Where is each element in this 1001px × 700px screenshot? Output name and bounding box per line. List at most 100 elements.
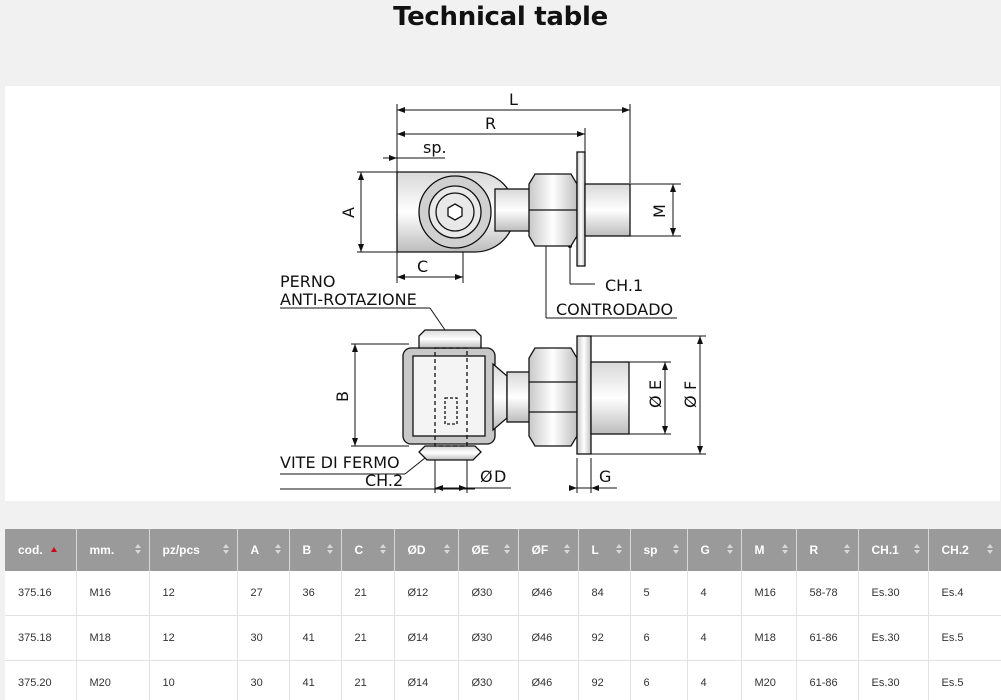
column-header-mm[interactable]: mm. — [76, 529, 150, 571]
sort-icon — [563, 544, 572, 556]
table-cell: 58-78 — [796, 571, 859, 616]
table-cell: 4 — [687, 615, 742, 661]
sort-icon — [615, 544, 624, 556]
column-header-label: M — [754, 543, 765, 557]
column-header-e[interactable]: ØE — [458, 529, 519, 571]
sort-icon — [503, 544, 512, 556]
dimension-lines — [280, 104, 706, 493]
table-cell: 21 — [341, 571, 395, 616]
table-cell: Ø30 — [458, 571, 519, 616]
column-header-cod[interactable]: cod. — [5, 529, 77, 571]
column-header-label: C — [354, 543, 364, 557]
label-sp: sp. — [423, 138, 447, 157]
sort-icon — [134, 544, 143, 556]
column-header-label: CH.2 — [941, 543, 969, 557]
table-cell: 4 — [687, 660, 742, 700]
table-cell: 12 — [149, 615, 238, 661]
column-header-l[interactable]: L — [578, 529, 631, 571]
sort-icon — [843, 544, 852, 556]
label-b: B — [333, 391, 352, 402]
dimension-arrows — [352, 107, 703, 491]
label-controdado: CONTRODADO — [556, 300, 673, 319]
column-header-label: R — [809, 543, 819, 557]
page-title: Technical table — [393, 2, 608, 32]
column-header-m[interactable]: M — [741, 529, 797, 571]
column-header-label: G — [700, 543, 710, 557]
table-cell: 21 — [341, 660, 395, 700]
sort-icon — [986, 544, 995, 556]
column-header-label: pz/pcs — [162, 543, 200, 557]
table-cell: 27 — [237, 571, 290, 616]
top-view-hinge — [396, 151, 631, 267]
label-g: G — [599, 467, 611, 486]
column-header-label: B — [302, 543, 312, 557]
table-cell: 10 — [149, 660, 238, 700]
table-cell: 92 — [578, 660, 631, 700]
label-ch1: CH.1 — [605, 276, 643, 295]
column-header-label: A — [250, 543, 260, 557]
table-cell: 84 — [578, 571, 631, 616]
table-row: 375.20 M20 10 30 41 21 Ø14 Ø30 Ø46 92 6 … — [5, 660, 1001, 700]
table-cell: Es.5 — [928, 615, 1001, 661]
label-vite: VITE DI FERMO — [280, 453, 400, 472]
sort-ascending-icon — [50, 547, 57, 552]
table-cell: Es.30 — [858, 571, 929, 616]
sort-icon — [326, 544, 335, 556]
column-header-pz-pcs[interactable]: pz/pcs — [149, 529, 238, 571]
column-header-c[interactable]: C — [341, 529, 395, 571]
column-header-label: sp — [643, 543, 658, 557]
table-cell: 21 — [341, 615, 395, 661]
technical-table: cod. mm. pz/pcs A B C ØD ØE ØF L sp G M … — [5, 529, 1001, 700]
table-row: 375.18 M18 12 30 41 21 Ø14 Ø30 Ø46 92 6 … — [5, 615, 1001, 661]
column-header-label: cod. — [18, 543, 43, 557]
table-header-row: cod. mm. pz/pcs A B C ØD ØE ØF L sp G M … — [5, 529, 1001, 571]
column-header-a[interactable]: A — [237, 529, 290, 571]
sort-icon — [781, 544, 790, 556]
column-header-f[interactable]: ØF — [518, 529, 579, 571]
table-cell: Ø46 — [518, 660, 579, 700]
table-cell: 375.20 — [5, 660, 77, 700]
table-cell: 36 — [289, 571, 342, 616]
table-cell: Ø14 — [394, 660, 459, 700]
label-l: L — [509, 90, 518, 109]
sort-icon — [726, 544, 735, 556]
column-header-r[interactable]: R — [796, 529, 859, 571]
technical-drawing: L R sp. A M C CH.1 CONTRODADO PERNO ANTI… — [5, 86, 1000, 501]
table-cell: Ø30 — [458, 615, 519, 661]
table-cell: Es.4 — [928, 571, 1001, 616]
label-m: M — [650, 204, 669, 218]
column-header-g[interactable]: G — [687, 529, 742, 571]
label-e: E — [646, 380, 665, 390]
label-perno-2: ANTI-ROTAZIONE — [280, 290, 417, 309]
table-cell: M18 — [741, 615, 797, 661]
table-cell: M16 — [741, 571, 797, 616]
table-cell: Es.30 — [858, 615, 929, 661]
label-phi-d-symbol: Ø — [480, 467, 493, 486]
column-header-ch2[interactable]: CH.2 — [928, 529, 1001, 571]
table-cell: M20 — [76, 660, 150, 700]
sort-icon — [274, 544, 283, 556]
table-cell: 375.18 — [5, 615, 77, 661]
column-header-b[interactable]: B — [289, 529, 342, 571]
table-cell: Es.5 — [928, 660, 1001, 700]
table-cell: 61-86 — [796, 660, 859, 700]
label-ch2: CH.2 — [365, 471, 403, 490]
column-header-sp[interactable]: sp — [630, 529, 688, 571]
table-cell: 6 — [630, 615, 688, 661]
table-cell: 6 — [630, 660, 688, 700]
table-cell: Ø14 — [394, 615, 459, 661]
label-r: R — [485, 114, 496, 133]
sort-icon — [672, 544, 681, 556]
label-d: D — [494, 467, 506, 486]
table-cell: Ø30 — [458, 660, 519, 700]
table-cell: Ø46 — [518, 571, 579, 616]
sort-icon — [443, 544, 452, 556]
column-header-label: L — [591, 543, 599, 557]
table-cell: Es.30 — [858, 660, 929, 700]
column-header-d[interactable]: ØD — [394, 529, 459, 571]
column-header-label: CH.1 — [871, 543, 899, 557]
technical-drawing-svg: L R sp. A M C CH.1 CONTRODADO PERNO ANTI… — [280, 90, 706, 493]
column-header-ch1[interactable]: CH.1 — [858, 529, 929, 571]
table-cell: 41 — [289, 660, 342, 700]
technical-table-grid: cod. mm. pz/pcs A B C ØD ØE ØF L sp G M … — [5, 529, 1001, 700]
